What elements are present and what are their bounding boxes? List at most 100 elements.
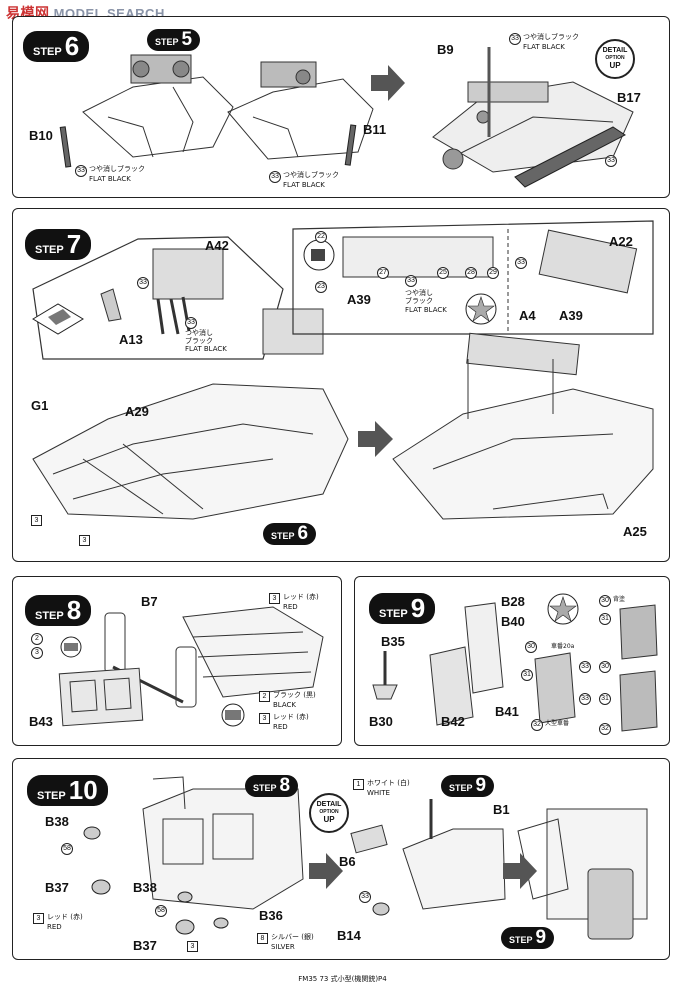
part-a42: A42 [205, 238, 229, 253]
paint-code-3-red-b: 3 [259, 713, 270, 724]
paint-code-58: 58 [61, 843, 73, 855]
flat-black-jp-d: つや消し [405, 289, 433, 297]
flat-black-jp-a: つや消し [185, 329, 213, 337]
part-b37: B37 [45, 880, 69, 895]
part-b43: B43 [29, 714, 53, 729]
flat-black-en-b: FLAT BLACK [283, 181, 325, 189]
flat-black-en-a13: FLAT BLACK [185, 345, 227, 353]
paint-code-33c: 33 [509, 33, 521, 45]
flat-black-jp-b: つや消しブラック [283, 171, 339, 179]
paint-code-28: 28 [465, 267, 477, 279]
paint-code-23: 23 [315, 281, 327, 293]
step6-drawing [59, 47, 634, 188]
paint-code-30b: 30 [525, 641, 537, 653]
part-b37-b: B37 [133, 938, 157, 953]
part-a13: A13 [119, 332, 143, 347]
paint-code-33d: 33 [605, 155, 617, 167]
red-en-b: RED [273, 723, 288, 731]
paint-code-8: 8 [257, 933, 268, 944]
paint-code-32: 32 [531, 719, 543, 731]
hatch-icon [32, 303, 84, 335]
b38-part-icon [83, 826, 101, 840]
paint-code-30c: 30 [599, 661, 611, 673]
paint-code-3b: 3 [79, 535, 90, 546]
silver-en: SILVER [271, 943, 295, 951]
paint-code-33-a4: 33 [515, 257, 527, 269]
flat-black-en-a39: FLAT BLACK [405, 306, 447, 314]
flat-black-en: FLAT BLACK [89, 175, 131, 183]
paint-code-2-black: 2 [259, 691, 270, 702]
part-a39-b: A39 [559, 308, 583, 323]
paint-code-25: 25 [437, 267, 449, 279]
b37b-part-icon [175, 919, 195, 935]
part-a29: A29 [125, 404, 149, 419]
part-b35: B35 [381, 634, 405, 649]
black-en: BLACK [273, 701, 297, 709]
part-b42: B42 [441, 714, 465, 729]
flat-black-jp-b2: ブラック [185, 337, 213, 345]
b14-part-icon [372, 902, 390, 916]
paint-code-33-a39: 33 [405, 275, 417, 287]
part-b30: B30 [369, 714, 393, 729]
paint-code-58b: 58 [155, 905, 167, 917]
part-b7: B7 [141, 594, 158, 609]
flat-black-jp: つや消しブラック [89, 165, 145, 173]
paint-code-33b: 33 [269, 171, 281, 183]
silver-jp: シルバー (銀) [271, 933, 314, 941]
paint-code-2: 2 [31, 633, 43, 645]
part-b10: B10 [29, 128, 53, 143]
part-g1: G1 [31, 398, 49, 413]
part-a39: A39 [347, 292, 371, 307]
b37-part-icon [91, 879, 111, 895]
b38b-part-icon [177, 891, 193, 903]
paint-code-32b: 32 [599, 723, 611, 735]
part-b28: B28 [501, 594, 525, 609]
part-b11: B11 [363, 122, 387, 137]
step10-drawing [83, 776, 648, 940]
paint-code-29: 29 [487, 267, 499, 279]
red-en: RED [283, 603, 298, 611]
paint-code-33-s10: 33 [359, 891, 371, 903]
paint-code-33-s9: 33 [579, 661, 591, 673]
red-en-s10: RED [47, 923, 62, 931]
paint-code-22: 22 [315, 231, 327, 243]
tiny-note-b: 車番20a [551, 643, 575, 650]
part-b6: B6 [339, 854, 356, 869]
step6-arrow [371, 65, 405, 101]
part-a25: A25 [623, 524, 647, 539]
flat-black-jp-e: ブラック [405, 297, 433, 305]
red-jp-b: レッド (赤) [273, 713, 309, 721]
paint-code-33: 33 [75, 165, 87, 177]
part-b41: B41 [495, 704, 519, 719]
option-circle-icon [303, 239, 335, 271]
paint-code-33-s9b: 33 [579, 693, 591, 705]
b36-part-icon [213, 917, 229, 929]
paint-code-3-red: 3 [269, 593, 280, 604]
step7-drawing [32, 220, 654, 520]
white-jp: ホワイト (白) [367, 779, 410, 787]
part-b9: B9 [437, 42, 454, 57]
paint-code-31b: 31 [521, 669, 533, 681]
red-jp: レッド (赤) [283, 593, 319, 601]
reflector-icon-b [221, 703, 245, 727]
paint-code-1: 1 [353, 779, 364, 790]
step7-arrow [358, 421, 393, 457]
part-b38: B38 [45, 814, 69, 829]
paint-code-31c: 31 [599, 693, 611, 705]
tiny-note-c: 大型車番 [545, 720, 570, 727]
paint-code-31: 31 [599, 613, 611, 625]
part-a4: A4 [519, 308, 536, 323]
